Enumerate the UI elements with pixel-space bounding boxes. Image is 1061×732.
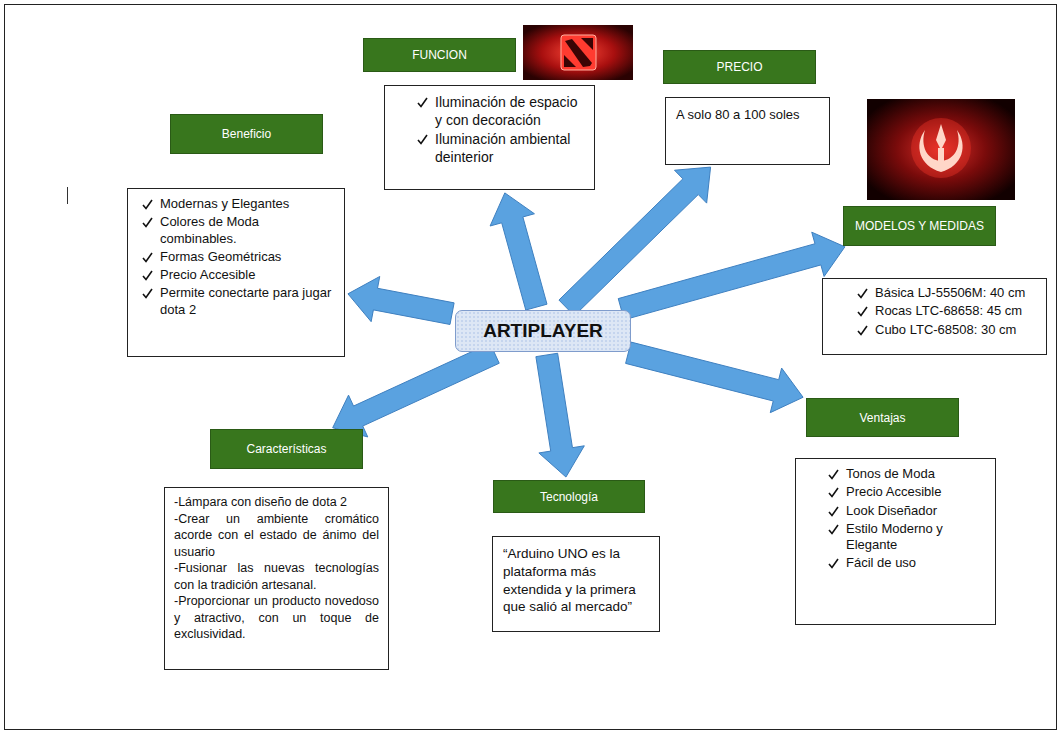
bullet-text: Precio Accesible bbox=[160, 267, 255, 283]
check-mark bbox=[857, 306, 868, 317]
bullet-item: Modernas y Elegantes bbox=[142, 196, 334, 212]
content-box: Tonos de ModaPrecio AccesibleLook Diseña… bbox=[795, 458, 996, 625]
header-text: Ventajas bbox=[859, 411, 905, 425]
section-header: FUNCION bbox=[363, 38, 516, 72]
block-arrow bbox=[333, 343, 500, 437]
text-cursor bbox=[67, 187, 68, 204]
bullet-text: Fácil de uso bbox=[846, 555, 916, 571]
check-mark bbox=[857, 288, 868, 299]
bullet-item: Cubo LTC-68508: 30 cm bbox=[857, 322, 1036, 338]
check-mark bbox=[828, 506, 839, 517]
check-mark bbox=[828, 524, 839, 535]
bullet-text: Cubo LTC-68508: 30 cm bbox=[875, 322, 1016, 338]
rebel-lamp-photo bbox=[867, 99, 1015, 200]
bullet-item: Básica LJ-55506M: 40 cm bbox=[857, 285, 1036, 301]
bullet-item: Colores de Moda combinables. bbox=[142, 214, 334, 247]
bullet-item: Iluminación de espacio y con decoración bbox=[417, 94, 584, 129]
bullet-text: Tonos de Moda bbox=[846, 466, 935, 482]
bullet-item: Look Diseñador bbox=[828, 503, 985, 519]
block-arrow bbox=[618, 232, 845, 320]
bullet-item: Fácil de uso bbox=[828, 555, 985, 571]
section-header: Tecnología bbox=[493, 480, 645, 513]
central-box: ARTIPLAYER bbox=[455, 310, 631, 352]
bullet-text: Rocas LTC-68658: 45 cm bbox=[875, 303, 1022, 319]
bullet-item: Permite conectarte para jugar dota 2 bbox=[142, 285, 334, 318]
bullet-item: Tonos de Moda bbox=[828, 466, 985, 482]
bullet-item: Precio Accesible bbox=[142, 267, 334, 283]
content-box: Básica LJ-55506M: 40 cm Rocas LTC-68658: … bbox=[822, 278, 1047, 355]
bullet-item: Precio Accesible bbox=[828, 484, 985, 500]
section-header: Características bbox=[210, 429, 363, 469]
bullet-item: Iluminación ambiental deinterior bbox=[417, 131, 584, 166]
check-mark bbox=[142, 270, 153, 281]
content-box: A solo 80 a 100 soles bbox=[665, 97, 830, 165]
bullet-item: Formas Geométricas bbox=[142, 249, 334, 265]
title-text: ARTIPLAYER bbox=[483, 320, 603, 342]
check-mark bbox=[857, 325, 868, 336]
check-mark bbox=[142, 199, 153, 210]
check-mark bbox=[828, 469, 839, 480]
section-header: Beneficio bbox=[170, 114, 323, 154]
bullet-item: Rocas LTC-68658: 45 cm bbox=[857, 303, 1036, 319]
body-text: A solo 80 a 100 soles bbox=[676, 106, 819, 123]
section-header: Ventajas bbox=[806, 398, 959, 437]
check-mark bbox=[142, 288, 153, 299]
bullet-item: Estilo Moderno y Elegante bbox=[828, 521, 985, 554]
bullet-text: Look Diseñador bbox=[846, 503, 937, 519]
section-header: PRECIO bbox=[663, 50, 816, 84]
check-mark bbox=[417, 97, 428, 108]
dota-lamp-photo bbox=[523, 25, 633, 80]
block-arrow bbox=[348, 276, 454, 324]
bullet-text: Modernas y Elegantes bbox=[160, 196, 289, 212]
header-text: FUNCION bbox=[412, 48, 467, 62]
body-text: -Lámpara con diseño de dota 2 bbox=[174, 494, 379, 511]
block-arrow bbox=[536, 353, 584, 477]
body-text: “Arduino UNO es la plataforma más extend… bbox=[503, 545, 649, 616]
check-mark bbox=[142, 252, 153, 263]
bullet-text: Colores de Moda combinables. bbox=[160, 214, 334, 247]
header-text: Beneficio bbox=[222, 127, 271, 141]
bullet-text: Estilo Moderno y Elegante bbox=[846, 521, 985, 554]
block-arrow bbox=[490, 193, 547, 310]
content-box: “Arduino UNO es la plataforma más extend… bbox=[492, 536, 660, 632]
header-text: Tecnología bbox=[540, 490, 598, 504]
bullet-text: Iluminación ambiental deinterior bbox=[435, 131, 584, 166]
page-border bbox=[5, 5, 1057, 730]
check-mark bbox=[417, 134, 428, 145]
bullet-text: Iluminación de espacio y con decoración bbox=[435, 94, 584, 129]
body-text: -Proporcionar un producto novedoso y atr… bbox=[174, 593, 379, 643]
header-text: PRECIO bbox=[716, 60, 762, 74]
body-text: -Crear un ambiente cromático acorde con … bbox=[174, 511, 379, 561]
section-header: MODELOS Y MEDIDAS bbox=[843, 206, 996, 246]
bullet-text: Precio Accesible bbox=[846, 484, 941, 500]
header-text: MODELOS Y MEDIDAS bbox=[855, 219, 984, 233]
check-mark bbox=[828, 558, 839, 569]
block-arrow bbox=[626, 342, 803, 413]
content-box: Modernas y ElegantesColores de Moda comb… bbox=[127, 188, 345, 357]
bullet-text: Básica LJ-55506M: 40 cm bbox=[875, 285, 1025, 301]
content-box: -Lámpara con diseño de dota 2-Crear un a… bbox=[164, 487, 389, 670]
bullet-text: Permite conectarte para jugar dota 2 bbox=[160, 285, 334, 318]
bullet-text: Formas Geométricas bbox=[160, 249, 281, 265]
content-box: Iluminación de espacio y con decoraciónI… bbox=[384, 85, 595, 190]
body-text: -Fusionar las nuevas tecnologías con la … bbox=[174, 560, 379, 593]
header-text: Características bbox=[246, 442, 326, 456]
check-mark bbox=[142, 217, 153, 228]
check-mark bbox=[828, 487, 839, 498]
